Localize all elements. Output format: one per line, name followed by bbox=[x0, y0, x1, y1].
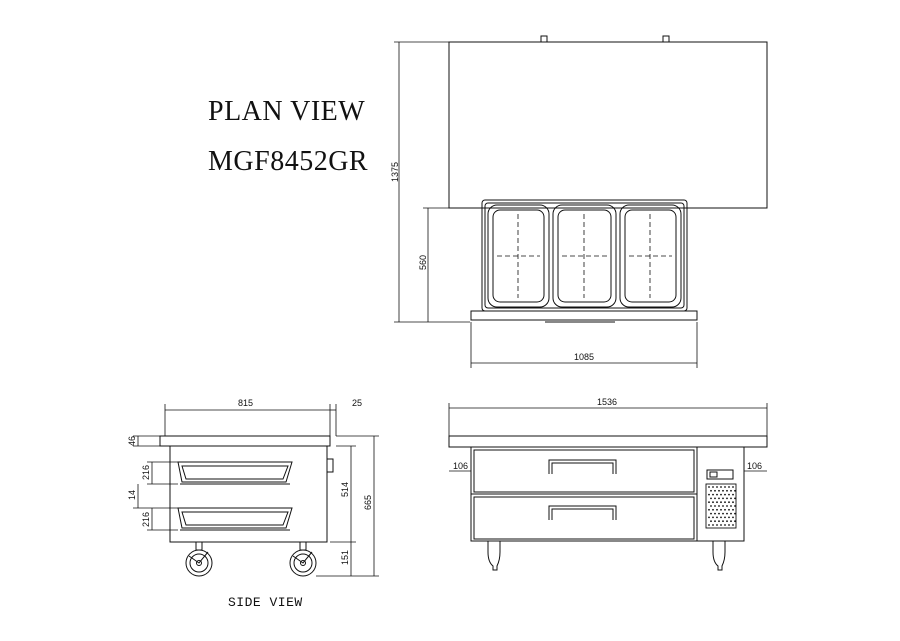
dim-side-gap: 14 bbox=[127, 490, 137, 500]
front-leg-right bbox=[712, 541, 726, 571]
plan-pan-frame-inner bbox=[484, 202, 685, 309]
dim-plan-depth: 1375 bbox=[390, 162, 400, 182]
dim-side-drawer-lower: 216 bbox=[141, 512, 151, 527]
dim-side-width: 815 bbox=[238, 398, 253, 408]
plan-dimension-lines bbox=[394, 41, 698, 368]
side-body bbox=[169, 445, 328, 543]
model-number: MGF8452GR bbox=[208, 146, 369, 177]
plan-top-outline bbox=[448, 41, 768, 209]
front-top-slab bbox=[448, 435, 768, 448]
side-view-label: SIDE VIEW bbox=[228, 595, 303, 610]
front-dimension-lines bbox=[448, 403, 768, 472]
side-caster-left bbox=[185, 542, 213, 577]
front-leg-left bbox=[487, 541, 501, 571]
dim-front-right-margin: 106 bbox=[747, 461, 762, 471]
plan-hinge-right bbox=[662, 35, 670, 43]
plan-hinge-left bbox=[540, 35, 548, 43]
side-caster-right bbox=[289, 542, 317, 577]
front-drawer-upper bbox=[473, 449, 695, 493]
plan-view-drawing: 1375 560 1085 bbox=[390, 35, 768, 368]
dim-front-width: 1536 bbox=[597, 397, 617, 407]
side-dimension-lines bbox=[133, 404, 379, 577]
dim-plan-pan-depth: 560 bbox=[418, 255, 428, 270]
front-control-panel bbox=[706, 469, 734, 480]
side-drawer-upper bbox=[177, 461, 293, 485]
side-top-slab bbox=[159, 435, 331, 447]
plan-pan-frame bbox=[481, 199, 688, 312]
plan-view-title: PLAN VIEW bbox=[208, 96, 366, 127]
dim-front-left-margin: 106 bbox=[453, 461, 468, 471]
side-back-bracket bbox=[326, 458, 334, 473]
dim-side-total: 665 bbox=[363, 495, 373, 510]
front-view-drawing: 1536 106 106 bbox=[448, 397, 768, 571]
dim-side-caster: 151 bbox=[340, 550, 350, 565]
dim-side-top: 46 bbox=[127, 436, 137, 446]
front-vent-grille bbox=[705, 483, 737, 529]
dim-side-body: 514 bbox=[340, 482, 350, 497]
plan-food-pans bbox=[487, 204, 682, 308]
dim-side-drawer-upper: 216 bbox=[141, 465, 151, 480]
front-handle-lower bbox=[548, 505, 617, 520]
dim-plan-pan-width: 1085 bbox=[574, 352, 594, 362]
dim-side-overhang: 25 bbox=[352, 398, 362, 408]
side-drawer-lower bbox=[177, 507, 293, 531]
plan-base-plate bbox=[470, 310, 698, 321]
front-drawer-lower bbox=[473, 496, 695, 540]
side-view-drawing: 815 25 46 216 14 216 514 665 151 bbox=[127, 398, 379, 577]
front-handle-upper bbox=[548, 459, 617, 474]
